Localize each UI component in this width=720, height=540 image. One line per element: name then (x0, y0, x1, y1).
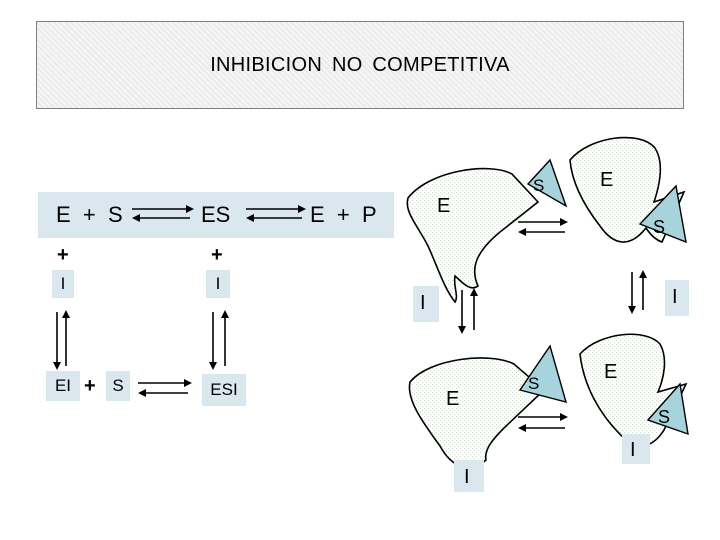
esi-chip: ESI (202, 374, 246, 406)
inhibitor-chip-panel-bottom-right (622, 434, 650, 464)
page-title: INHIBICION NO COMPETITIVA (210, 53, 510, 76)
equilibrium-arrow-1 (132, 205, 194, 222)
esi-label: ESI (210, 380, 238, 399)
equation-panel (38, 192, 394, 238)
ei-label: EI (54, 376, 72, 395)
title-box: INHIBICION NO COMPETITIVA (36, 21, 684, 109)
substrate-triangle-top (526, 158, 568, 208)
s-label-chip: S (112, 376, 124, 395)
inhibitor-chip-left: I (52, 270, 74, 298)
inhibitor-chip-panel-right (665, 280, 689, 316)
equilibrium-arrow-top (518, 218, 568, 236)
s-chip: S (106, 371, 130, 401)
vertical-arrow-right (209, 310, 229, 370)
vertical-arrow-middle (458, 288, 478, 334)
inhibitor-label-left: I (60, 274, 66, 293)
enzyme-shape-bottom-left (408, 357, 546, 469)
inhibitor-label-right: I (672, 286, 678, 308)
inhibitor-chip-panel-mid (413, 286, 439, 322)
substrate-label-right: S (653, 217, 666, 237)
vertical-arrow-far-right (628, 270, 647, 314)
label-e-plus-s: E + S (56, 202, 123, 227)
vertical-arrow-left (53, 310, 70, 370)
plus-sign-right: + (211, 244, 223, 266)
enzyme-label-bottom-left: E (446, 388, 460, 410)
inhibitor-label-bottom: I (464, 466, 470, 488)
equilibrium-arrow-3 (138, 379, 192, 397)
substrate-label-bottom-right: S (658, 407, 671, 427)
enzyme-shape-top-left (406, 167, 540, 304)
label-es: ES (201, 202, 231, 227)
enzyme-label-top-right: E (600, 169, 614, 191)
substrate-label-bottom: S (528, 374, 540, 393)
inhibitor-chip-right: I (206, 270, 230, 298)
substrate-triangle-right (638, 184, 687, 244)
label-e-plus-p: E + P (310, 202, 377, 227)
equilibrium-arrow-2 (246, 205, 306, 222)
substrate-triangle-bottom-right (646, 382, 689, 436)
substrate-triangle-bottom (518, 344, 568, 403)
plus-sign-left: + (57, 244, 69, 266)
inhibitor-chip-panel-bottom (454, 460, 484, 492)
inhibitor-label-right: I (215, 274, 221, 293)
ei-chip: EI (46, 371, 80, 401)
enzyme-shape-bottom-right (579, 333, 688, 448)
inhibitor-label-mid: I (420, 292, 426, 314)
equilibrium-arrow-bottom (518, 413, 568, 432)
enzyme-label-top-left: E (437, 195, 451, 217)
substrate-label-top: S (533, 176, 545, 195)
inhibitor-label-bottom-right: I (630, 439, 636, 461)
enzyme-label-bottom-right: E (604, 361, 618, 383)
plus-sign-ei: + (84, 375, 96, 397)
